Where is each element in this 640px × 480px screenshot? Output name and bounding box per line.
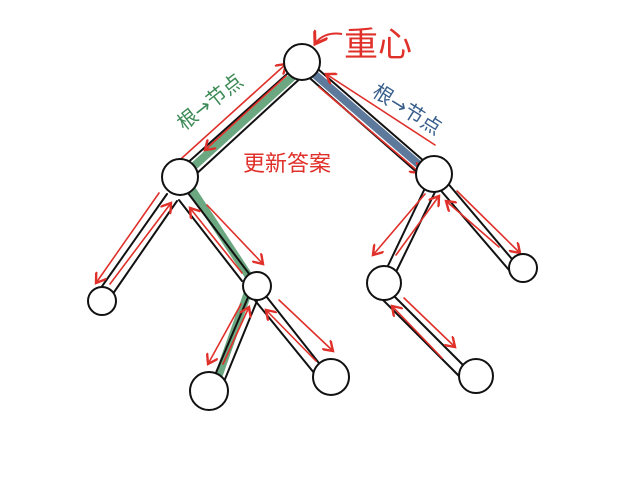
- update-answer-label: 更新答案: [243, 152, 331, 177]
- arrow-root-right-up: [326, 74, 436, 146]
- left-leaf-node: [87, 286, 117, 316]
- left-middle-node: [242, 271, 272, 301]
- arrow-mid-bottomright-up: [266, 310, 317, 362]
- edge-mid-bottomleft-inner: [222, 295, 260, 385]
- edge-mid-bottomleft: [211, 294, 250, 383]
- arrow-rightmid-bottom-down: [403, 297, 455, 347]
- root-node: [283, 43, 321, 81]
- arrow-mid-bottomleft-up: [222, 307, 249, 365]
- arrow-right-rightleaf-up: [446, 201, 500, 248]
- edge-root-left-inner: [193, 73, 306, 177]
- edge-mid-bottomright-inner: [252, 297, 320, 380]
- arrow-root-left-up: [171, 64, 286, 168]
- left-child-node: [161, 158, 199, 196]
- arrow-left-leftleaf-down: [96, 192, 160, 283]
- arrow-mid-bottomleft-down: [208, 303, 242, 364]
- arrow-right-mid-up: [395, 196, 439, 256]
- bottom-right-leaf-node: [458, 358, 494, 394]
- arrow-right-rightleaf-down: [456, 190, 520, 253]
- edge-right-rightleaf: [444, 179, 518, 266]
- arrow-right-mid-down: [373, 193, 426, 255]
- edge-left-mid: [187, 192, 251, 276]
- bottom-left-leaf-node: [189, 371, 229, 411]
- arrow-rightmid-bottom-up: [392, 306, 443, 359]
- centroid-pointer: [315, 33, 343, 44]
- tree-nodes: [87, 43, 538, 411]
- edge-right-rightleaf-inner: [436, 185, 510, 271]
- bottom-middle-leaf-node: [312, 358, 350, 396]
- arrow-root-right-down: [318, 86, 420, 173]
- right-middle-node: [366, 265, 402, 301]
- arrow-left-mid-up: [190, 208, 243, 274]
- edge-rightmid-bottom: [389, 291, 471, 373]
- traversal-arrows: [96, 64, 520, 364]
- edge-mid-bottomright: [261, 290, 327, 373]
- centroid-label: 重心: [344, 25, 412, 65]
- edge-rightmid-bottom-inner: [380, 297, 463, 380]
- arrow-root-left-down: [205, 75, 287, 150]
- edge-root-left: [183, 65, 297, 167]
- edge-right-mid-inner: [394, 189, 437, 275]
- right-child-node: [415, 155, 453, 193]
- tree-edges: [97, 62, 518, 385]
- edge-left-leftleaf: [97, 193, 168, 293]
- arrow-left-mid-down: [206, 204, 263, 264]
- arrow-mid-bottomright-down: [278, 299, 333, 351]
- arrow-left-leftleaf-up: [109, 203, 171, 285]
- edge-left-leftleaf-inner: [109, 200, 178, 299]
- right-leaf-node: [508, 253, 538, 283]
